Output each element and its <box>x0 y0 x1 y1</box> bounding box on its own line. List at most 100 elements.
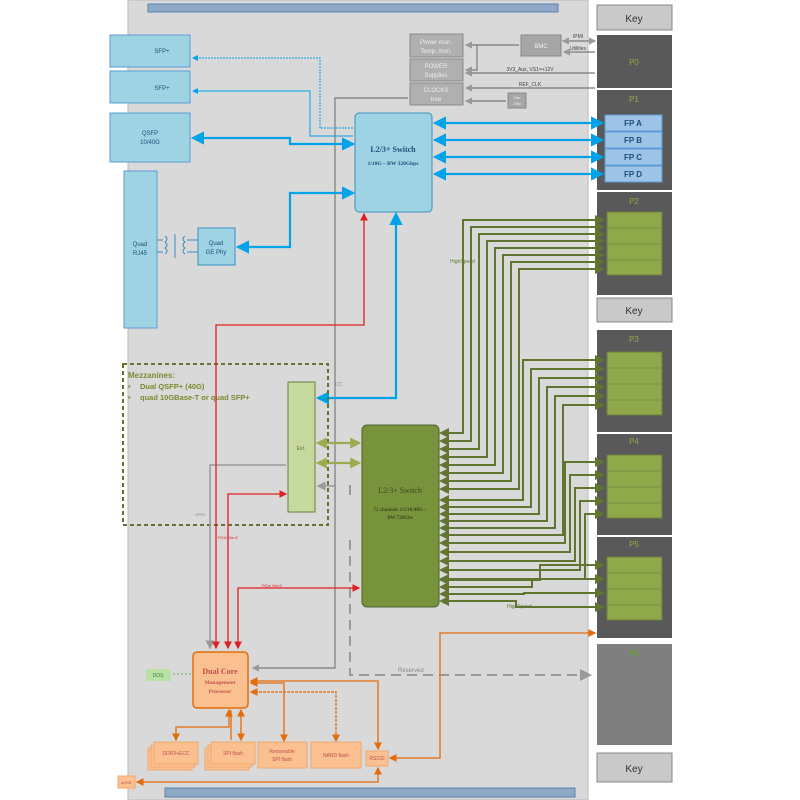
label: SFP+ <box>154 49 170 55</box>
nand-flash-block <box>310 741 362 769</box>
label: Processor <box>209 689 232 695</box>
power-supplies-block <box>409 58 464 82</box>
fp-label: FP A <box>624 119 642 128</box>
fp-port <box>604 131 663 149</box>
orange-links <box>135 629 597 786</box>
label: Quad <box>209 241 224 247</box>
backplane-column: Key P0 P1 P2 Key P3 P4 P5 P6 Key FP A FP … <box>596 4 673 783</box>
label: RJ45 <box>133 251 148 257</box>
quad-rj45-port <box>123 170 158 329</box>
label: 3V3_Aux, VS1=+12V <box>506 67 554 73</box>
mezz-item: Dual QSFP+ (40G) <box>140 382 205 391</box>
p6-label: P6 <box>629 649 639 658</box>
spi-flash-block <box>210 741 256 765</box>
key-label: Key <box>625 14 642 25</box>
p2-label: P2 <box>629 197 639 206</box>
label: REF_CLK <box>519 82 542 88</box>
label: uUSB <box>121 780 132 785</box>
label: 10/40G <box>140 140 160 146</box>
label: Dual Core <box>202 667 238 676</box>
management-blocks: Power mon. Temp. mon. POWER Supplies CLO… <box>251 33 597 672</box>
highspeed-label: HighSpeed <box>507 604 532 610</box>
label: Quad <box>133 242 148 248</box>
label: POWER <box>425 64 448 70</box>
switch2-subtitle: 72 channels 1/5/10/40G – <box>374 508 427 513</box>
pcie-label: PCIe Gen2 <box>218 535 239 540</box>
p1-label: P1 <box>629 95 639 104</box>
highspeed-link <box>439 596 605 612</box>
sfp-port-2 <box>109 70 191 104</box>
label: SPI flash <box>272 757 292 763</box>
p3-label: P3 <box>629 335 639 344</box>
pcie-label: PCIe Gen2 <box>262 583 283 588</box>
qsfp-port <box>109 112 191 163</box>
ddr3-block <box>153 741 199 765</box>
label: Removable <box>269 749 295 755</box>
highspeed-links <box>439 215 605 612</box>
label: SFP+ <box>154 86 170 92</box>
p6-connector <box>597 644 672 745</box>
fp-port <box>604 114 663 132</box>
label: DDR3+ECC <box>162 751 189 757</box>
label: Supplies <box>424 73 447 79</box>
p5-label: P5 <box>629 540 639 549</box>
clocks-tree-block <box>409 82 464 106</box>
label: DOS <box>153 673 165 679</box>
label: Ext. <box>297 446 306 452</box>
label: GE Phy <box>206 250 227 256</box>
management-processor <box>192 651 249 709</box>
usb-block <box>117 775 136 789</box>
highspeed-link <box>439 588 605 599</box>
label: BMC <box>534 44 548 50</box>
removable-spi-flash-block <box>257 741 308 769</box>
highspeed-link <box>439 574 605 592</box>
fp-port <box>604 148 663 166</box>
switch1-title: L2/3+ Switch <box>370 145 416 154</box>
oscillator-block <box>507 92 527 109</box>
switch2-subtitle: BW 720Gbs <box>387 516 413 521</box>
peripherals: DDR3+ECC SPI flash Removable SPI flash N… <box>117 741 389 789</box>
pcie-links <box>212 212 368 650</box>
label: CLOCKS <box>424 88 449 94</box>
p0-label: P0 <box>629 58 639 67</box>
bullet: • <box>128 382 131 391</box>
rs232-block <box>365 750 389 767</box>
reserved-label: Reserved <box>398 668 424 674</box>
mezz-item: quad 10GBase-T or quad SFP+ <box>140 393 250 402</box>
switch1-subtitle: 1/10G – BW 320Gbps <box>368 161 419 167</box>
label: NAND flash <box>323 753 349 759</box>
key-box <box>596 4 673 31</box>
power-monitor-block <box>409 33 464 58</box>
label: Power mon. <box>420 40 452 46</box>
label: SPI flash <box>223 751 243 757</box>
transformer-icon <box>157 234 198 258</box>
label: RS232 <box>369 756 385 762</box>
label: QSFP <box>142 131 158 137</box>
label: Osc <box>513 95 520 100</box>
p4-label: P4 <box>629 437 639 446</box>
label: Utilities <box>570 46 587 52</box>
p0-connector <box>597 35 672 88</box>
fp-label: FP C <box>624 153 642 162</box>
fp-port <box>604 165 663 183</box>
highspeed-label: HighSpeed <box>450 259 475 265</box>
bmc-block <box>520 34 562 57</box>
key-label: Key <box>625 306 642 317</box>
mezz-title: Mezzanines: <box>128 371 175 380</box>
dos-block <box>146 669 171 681</box>
fp-label: FP D <box>624 170 642 179</box>
key-label: Key <box>625 764 642 775</box>
label: Management <box>205 680 236 686</box>
key-box <box>596 752 673 783</box>
label: I2C <box>335 382 343 388</box>
bullet: • <box>128 393 131 402</box>
label: Temp. mon. <box>420 49 452 55</box>
bottom-connector <box>164 787 576 798</box>
label: IPMI <box>573 34 583 40</box>
top-connector <box>147 3 559 13</box>
label: tree <box>431 97 442 103</box>
label: 25M <box>513 101 521 106</box>
fp-label: FP B <box>624 136 642 145</box>
sfp-port-1 <box>109 34 191 68</box>
